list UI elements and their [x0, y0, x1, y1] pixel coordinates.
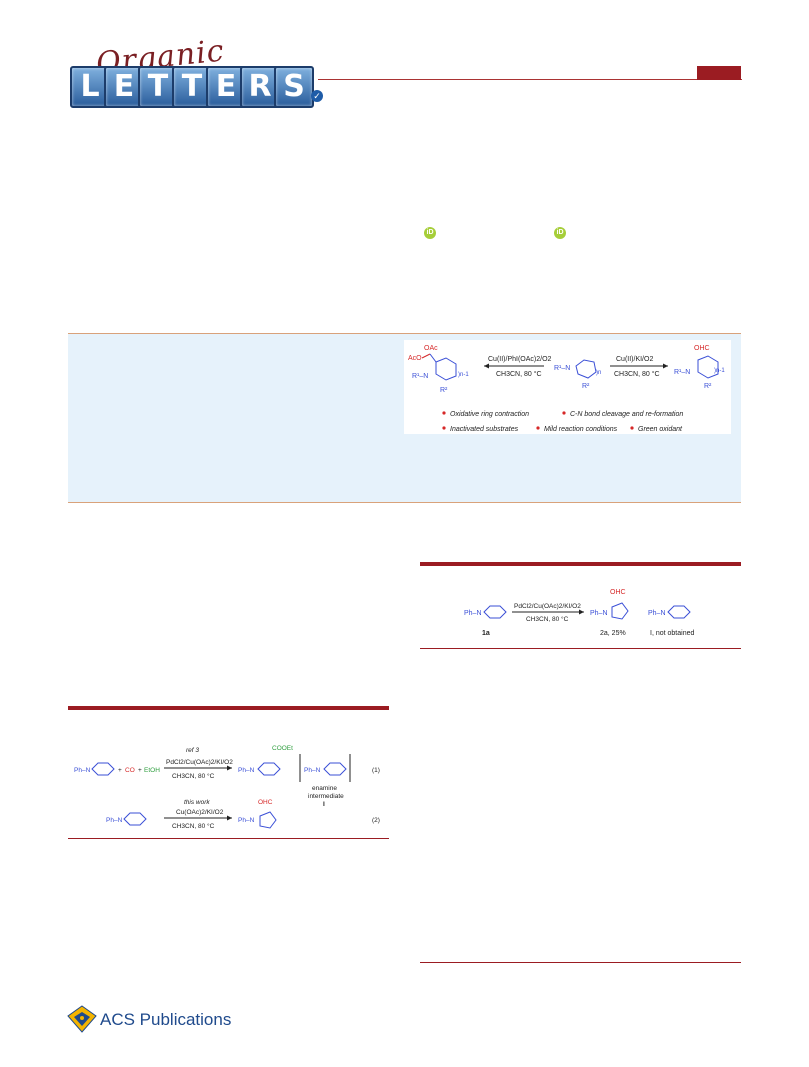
toc-n-left: )n-1 [458, 372, 469, 378]
toc-aco: AcO [408, 355, 422, 362]
toc-r2-left: R² [440, 387, 448, 394]
sl-r2-product-ph-n: Ph–N [238, 817, 255, 824]
scheme-right-bottom-rule [420, 648, 741, 649]
sr-label-i: I, not obtained [650, 630, 694, 637]
bullet-dot [536, 426, 540, 430]
sr-ph-n: Ph–N [464, 610, 482, 617]
toc-n-right: )n-1 [714, 368, 725, 374]
toc-bullet-1: Oxidative ring contraction [450, 411, 529, 418]
right-column-bottom-rule [420, 962, 741, 963]
toc-left-reagents: Cu(II)/PhI(OAc)2/O2 [488, 356, 552, 363]
toc-right-reagents: Cu(II)/KI/O2 [616, 356, 653, 363]
bullet-dot [562, 411, 566, 415]
toc-right-conditions: CH3CN, 80 °C [614, 370, 660, 378]
sr-label-2a: 2a, 25% [600, 630, 626, 637]
toc-r2-right: R² [704, 383, 712, 390]
sl-r1-etoh: EtOH [144, 767, 160, 774]
sr-enamine-ph-n: Ph–N [648, 610, 666, 617]
header-rule [318, 79, 742, 80]
scheme-left-bottom-rule [68, 838, 389, 839]
sl-r1-product-ph-n: Ph–N [238, 767, 255, 774]
toc-graphic: OAc AcO R¹–N )n-1 R² Cu(II)/PhI(OAc)2/O2… [404, 340, 731, 434]
scheme-right-top-rule [420, 562, 741, 566]
sl-r1-plus-1: + [118, 767, 122, 774]
toc-r1-right: R¹–N [674, 369, 690, 376]
bullet-dot [442, 426, 446, 430]
sl-r1-conditions: CH3CN, 80 °C [172, 772, 215, 780]
sr-product-ph-n: Ph–N [590, 610, 608, 617]
toc-n-center: )n [596, 370, 601, 376]
logo-tile-7: S [274, 66, 314, 108]
scheme-right: Ph–N 1a PdCl2/Cu(OAc)2/KI/O2 CH3CN, 80 °… [450, 585, 730, 641]
toc-bullet-5: Green oxidant [638, 426, 683, 433]
toc-left-conditions: CH3CN, 80 °C [496, 370, 542, 378]
scheme-left-top-rule [68, 706, 389, 710]
scheme-left: Ph–N + CO + EtOH ref 3 PdCl2/Cu(OAc)2/KI… [72, 740, 388, 832]
sl-eq-2: (2) [372, 817, 380, 824]
toc-r2-center: R² [582, 383, 590, 390]
sr-label-1a: 1a [482, 630, 490, 637]
logo-tile-3: T [138, 66, 178, 108]
logo-tile-2: E [104, 66, 144, 108]
acs-logo-icon [66, 1004, 98, 1034]
sl-r2-conditions: CH3CN, 80 °C [172, 822, 215, 830]
sl-r1-ref: ref 3 [186, 747, 199, 754]
toc-bullet-4: Mild reaction conditions [544, 426, 618, 433]
sl-eq-1: (1) [372, 767, 380, 774]
sl-r1-int-line-1: enamine [312, 785, 337, 792]
sl-r2-ohc: OHC [258, 799, 273, 806]
bullet-dot [630, 426, 634, 430]
sr-ohc: OHC [610, 589, 626, 596]
sl-r1-cooet: COOEt [272, 745, 293, 752]
toc-ohc: OHC [694, 345, 710, 352]
sl-r2-ph-n: Ph–N [106, 817, 123, 824]
sl-r1-ph-n: Ph–N [74, 767, 91, 774]
bullet-dot [442, 411, 446, 415]
logo-tile-1: L [70, 66, 110, 108]
sl-r1-int-line-2: intermediate [308, 793, 344, 800]
scheme-right-svg: Ph–N 1a PdCl2/Cu(OAc)2/KI/O2 CH3CN, 80 °… [464, 589, 694, 637]
sr-conditions: CH3CN, 80 °C [526, 615, 569, 623]
toc-r1-left: R¹–N [412, 373, 428, 380]
orcid-icon[interactable]: iD [554, 227, 566, 239]
sl-r1-plus-2: + [138, 767, 142, 774]
orcid-icon[interactable]: iD [424, 227, 436, 239]
sl-r1-reagents: PdCl2/Cu(OAc)2/KI/O2 [166, 759, 233, 766]
checkmark-icon: ✓ [311, 90, 323, 102]
sr-reagents: PdCl2/Cu(OAc)2/KI/O2 [514, 603, 581, 610]
acs-publications-wordmark[interactable]: ACS Publications [100, 1010, 232, 1029]
sl-r1-int-line-3: I [323, 801, 325, 808]
toc-bullet-3: Inactivated substrates [450, 426, 519, 433]
toc-oac: OAc [424, 345, 438, 352]
logo-tile-5: E [206, 66, 246, 108]
toc-scheme-svg: OAc AcO R¹–N )n-1 R² Cu(II)/PhI(OAc)2/O2… [408, 345, 725, 433]
sl-r1-int-ph-n: Ph–N [304, 767, 321, 774]
sl-r1-co: CO [125, 767, 135, 774]
toc-bullet-2: C-N bond cleavage and re-formation [570, 411, 683, 418]
header-tab [697, 66, 741, 80]
scheme-left-svg: Ph–N + CO + EtOH ref 3 PdCl2/Cu(OAc)2/KI… [74, 745, 380, 830]
sl-r2-reagents: Cu(OAc)2/KI/O2 [176, 809, 224, 816]
toc-r1-center: R¹–N [554, 365, 570, 372]
sl-r2-this-work: this work [184, 799, 210, 806]
